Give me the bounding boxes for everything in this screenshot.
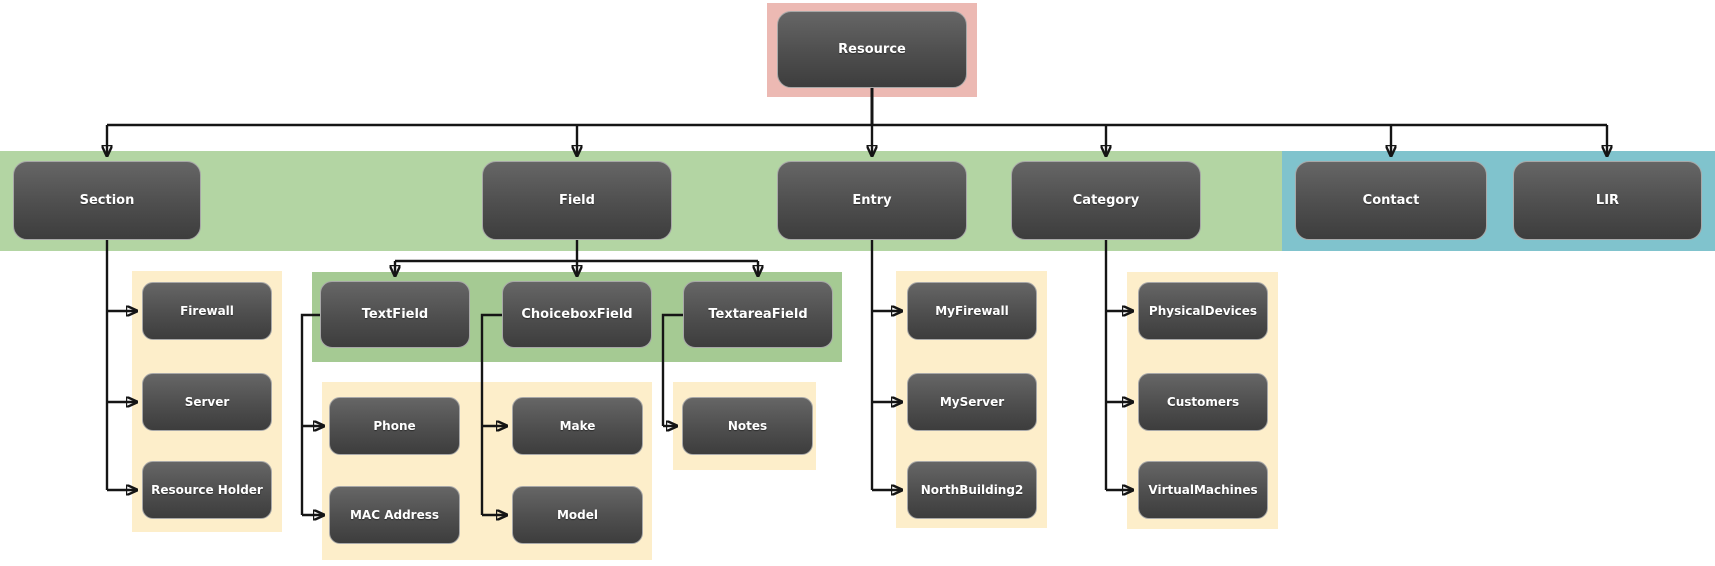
node-notes: Notes <box>682 397 813 455</box>
node-choiceboxfield: ChoiceboxField <box>502 281 652 348</box>
node-virtualmachines: VirtualMachines <box>1138 461 1268 519</box>
node-section: Section <box>13 161 201 240</box>
node-server: Server <box>142 373 272 431</box>
node-textfield: TextField <box>320 281 470 348</box>
node-lir: LIR <box>1513 161 1702 240</box>
node-phone: Phone <box>329 397 460 455</box>
node-textareafield: TextareaField <box>683 281 833 348</box>
node-make: Make <box>512 397 643 455</box>
node-physicaldevices: PhysicalDevices <box>1138 282 1268 340</box>
node-customers: Customers <box>1138 373 1268 431</box>
node-myserver: MyServer <box>907 373 1037 431</box>
node-northbuilding2: NorthBuilding2 <box>907 461 1037 519</box>
node-entry: Entry <box>777 161 967 240</box>
node-category: Category <box>1011 161 1201 240</box>
node-field: Field <box>482 161 672 240</box>
node-mac-address: MAC Address <box>329 486 460 544</box>
node-resource-holder: Resource Holder <box>142 461 272 519</box>
node-contact: Contact <box>1295 161 1487 240</box>
node-resource: Resource <box>777 11 967 88</box>
node-model: Model <box>512 486 643 544</box>
node-firewall: Firewall <box>142 282 272 340</box>
node-myfirewall: MyFirewall <box>907 282 1037 340</box>
